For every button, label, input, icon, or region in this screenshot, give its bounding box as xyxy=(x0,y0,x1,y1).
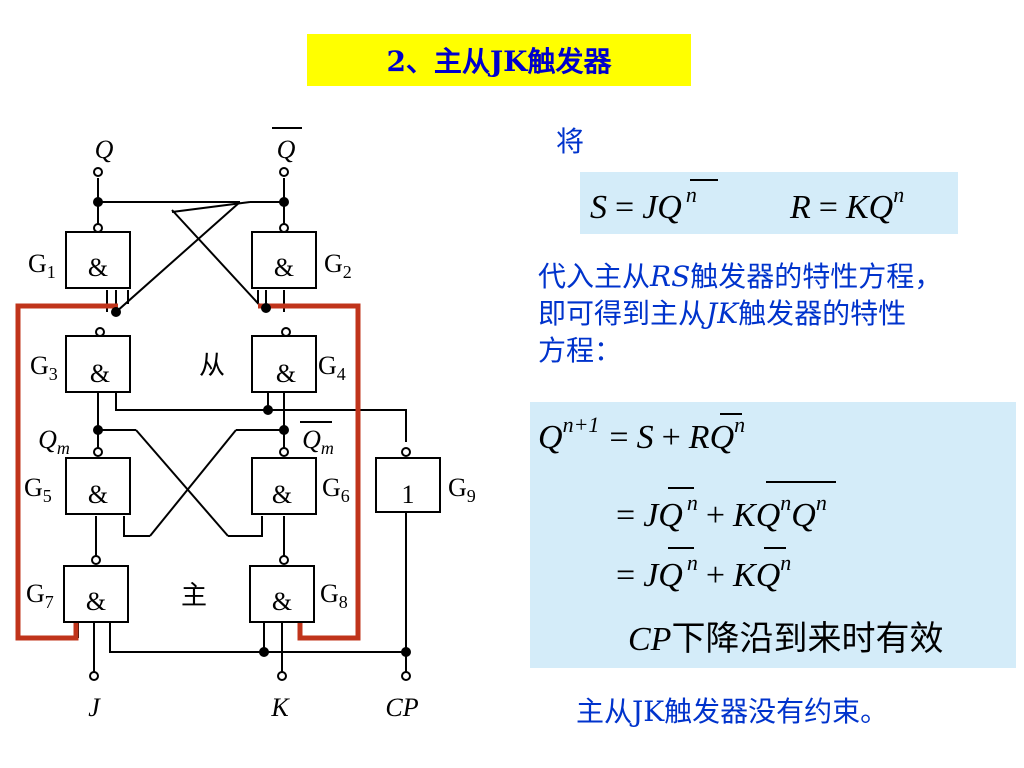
g9-symbol: 1 xyxy=(402,480,415,509)
label-g4: G4 xyxy=(318,351,346,384)
svg-text:Qn+1=S+RQn: Qn+1=S+RQn xyxy=(538,412,745,456)
gate-g4 xyxy=(251,335,317,393)
bottom-note: 主从JK触发器没有约束。 xyxy=(576,695,889,728)
g8-symbol: & xyxy=(272,587,292,616)
label-k: K xyxy=(270,693,290,722)
g5-symbol: & xyxy=(88,480,108,509)
gate-g5 xyxy=(65,457,131,515)
label-qm: Qm xyxy=(38,425,70,458)
gate-g9 xyxy=(375,457,441,513)
gate-g6 xyxy=(251,457,317,515)
g7-symbol: & xyxy=(86,587,106,616)
label-qmbar: Qm xyxy=(302,425,334,458)
gate-g8 xyxy=(249,565,315,623)
label-g8: G8 xyxy=(320,579,348,612)
svg-text:S=JQn: S=JQn xyxy=(590,182,697,226)
label-g1: G1 xyxy=(28,249,56,282)
paragraph-line-3: 方程： xyxy=(538,334,623,367)
label-g9: G9 xyxy=(448,473,476,506)
g6-symbol: & xyxy=(272,480,292,509)
g3-symbol: & xyxy=(90,359,110,388)
label-g7: G7 xyxy=(26,579,54,612)
label-slave: 从 xyxy=(199,351,225,380)
svg-text:=JQn+KQn: =JQn+KQn xyxy=(616,550,791,594)
label-g3: G3 xyxy=(30,351,58,384)
text-jiang: 将 xyxy=(556,125,585,158)
label-j: J xyxy=(88,693,101,722)
jk-flipflop-circuit: & & & & & & 1 & & G1 G2 G3 G4 G5 G6 G9 G… xyxy=(15,127,476,722)
slide-title: 2、主从JK触发器 xyxy=(307,34,691,86)
label-master: 主 xyxy=(181,581,207,610)
g4-symbol: & xyxy=(276,359,296,388)
svg-text:=JQn+KQnQn: =JQn+KQnQn xyxy=(616,490,827,534)
label-g5: G5 xyxy=(24,473,52,506)
svg-text:R=KQn: R=KQn xyxy=(789,182,904,226)
label-q: Q xyxy=(95,135,114,164)
g2-symbol: & xyxy=(274,253,294,282)
label-cp: CP xyxy=(385,693,418,722)
paragraph-line-2: 即可得到主从JK触发器的特性 xyxy=(538,297,907,330)
label-g6: G6 xyxy=(322,473,350,506)
label-g2: G2 xyxy=(324,249,352,282)
gate-g7 xyxy=(63,565,129,623)
g1-symbol: & xyxy=(88,253,108,282)
paragraph-line-1: 代入主从RS触发器的特性方程， xyxy=(538,260,943,293)
gate-g2 xyxy=(251,231,317,289)
svg-text:CP下降沿到来时有效: CP下降沿到来时有效 xyxy=(628,620,943,658)
gate-g3 xyxy=(65,335,131,393)
label-qbar: Q xyxy=(277,135,296,164)
